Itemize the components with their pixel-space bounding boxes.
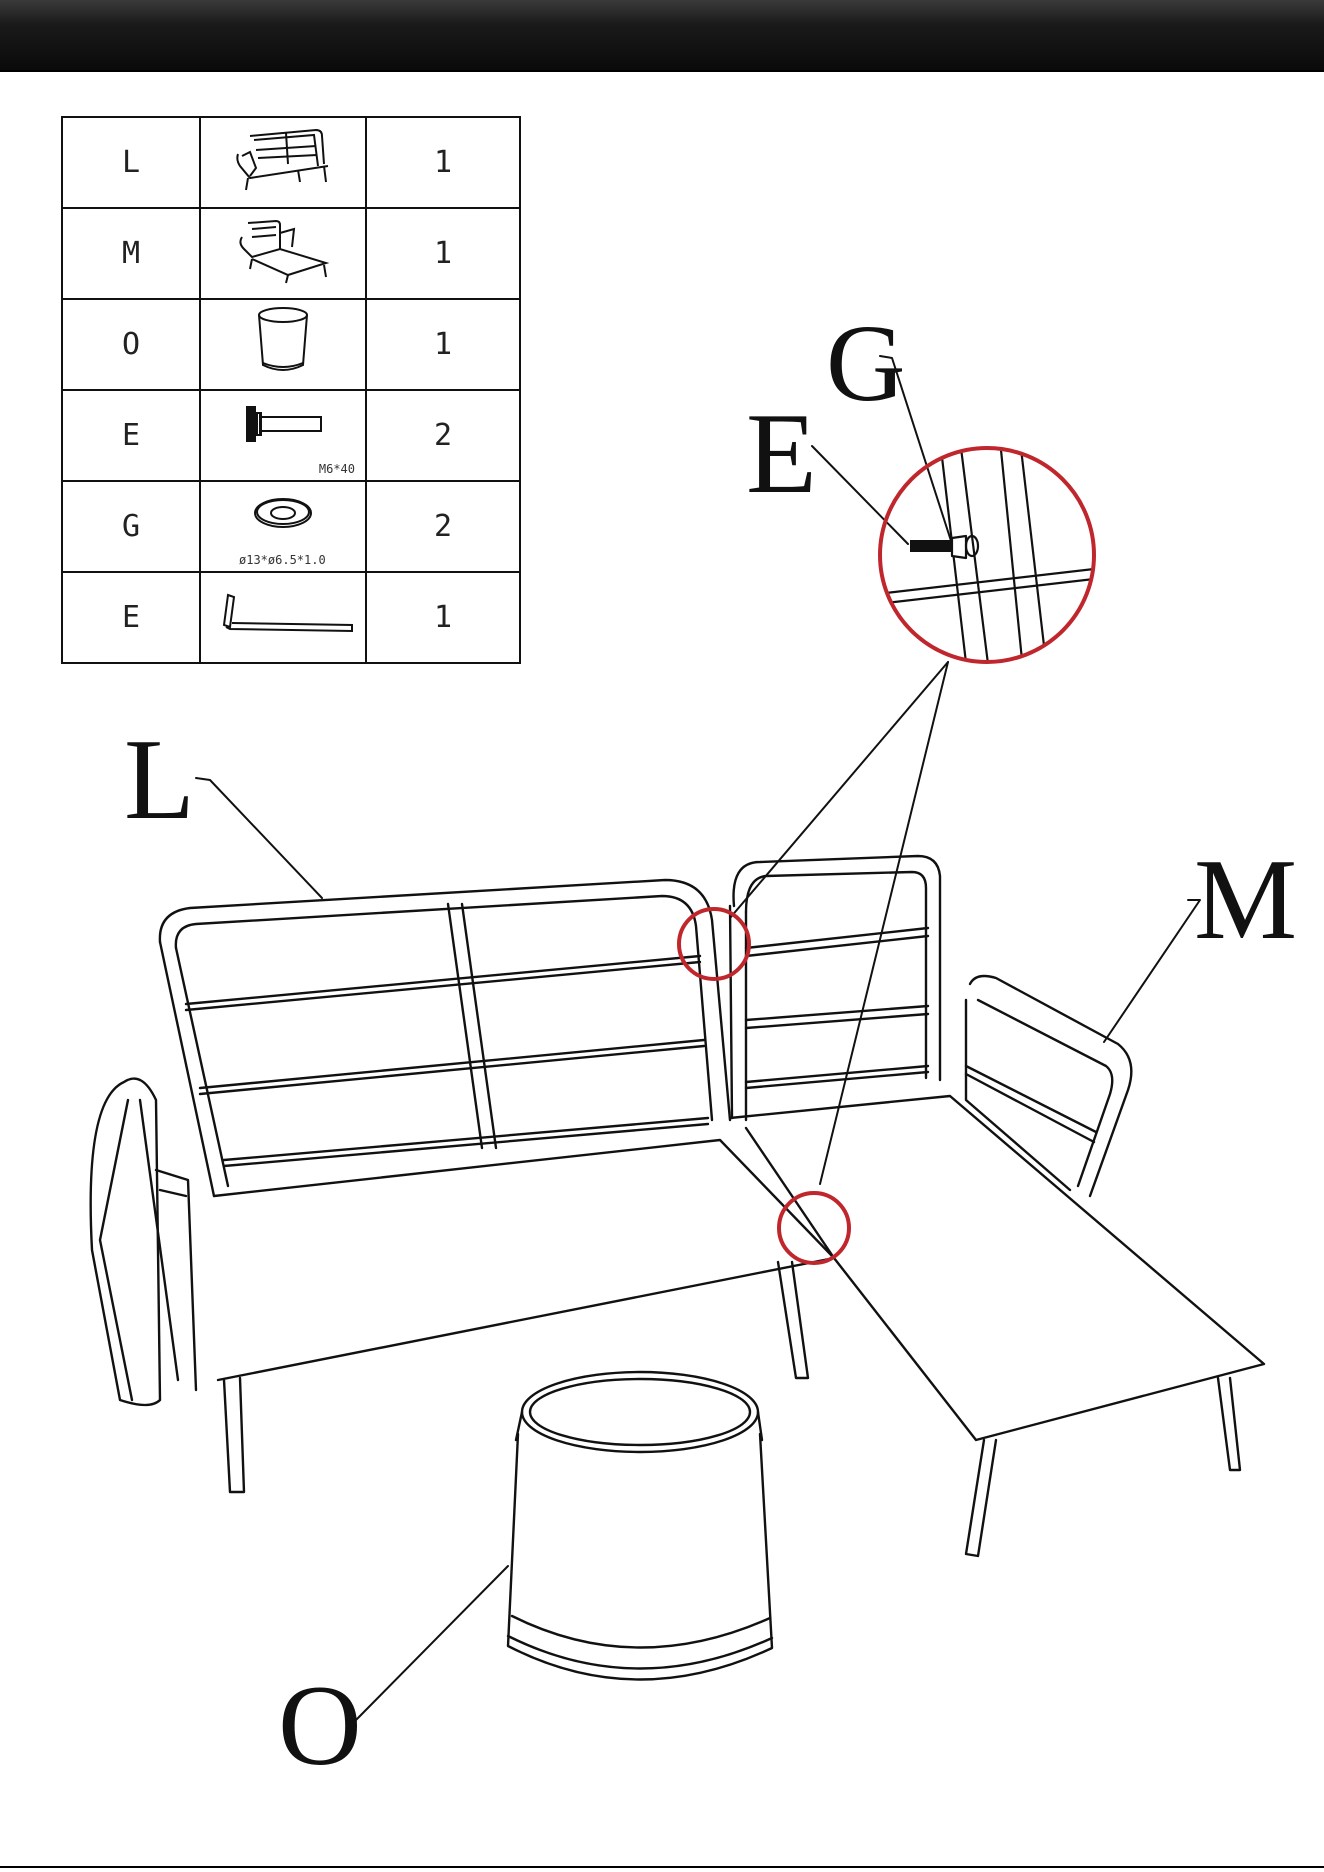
callout-g: G	[826, 308, 905, 418]
callout-l: L	[124, 722, 195, 838]
callout-e: E	[746, 396, 817, 512]
detail-zoom	[860, 440, 1120, 680]
callout-m: M	[1194, 842, 1297, 958]
callout-o: O	[278, 1668, 362, 1784]
sofa-l	[91, 880, 834, 1492]
chaise-m	[730, 856, 1264, 1556]
footer-rule	[0, 1866, 1324, 1868]
side-table-o	[508, 1372, 772, 1680]
